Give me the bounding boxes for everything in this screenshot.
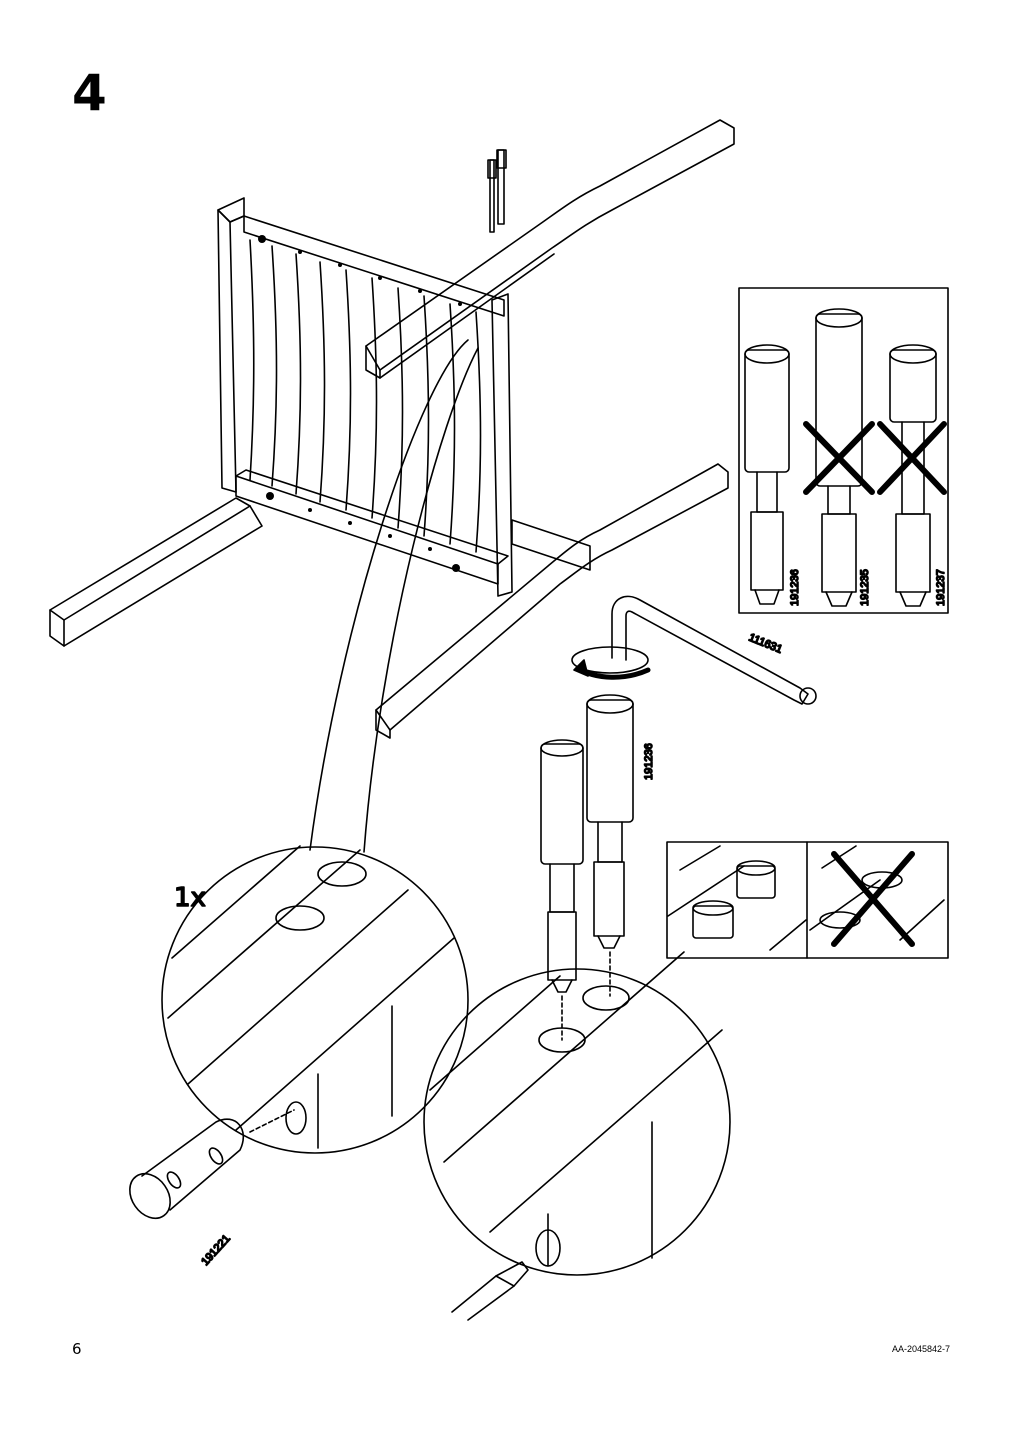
rotate-arrow-icon	[571, 646, 651, 680]
page-number: 6	[72, 1340, 82, 1358]
document-code: AA-2045842-7	[891, 1344, 950, 1354]
chair-frame	[49, 119, 735, 739]
part-label: 191235	[859, 569, 871, 606]
step-number: 4	[72, 64, 107, 122]
callout-line	[309, 339, 469, 851]
callout-line	[363, 347, 479, 853]
detail-circle-left	[161, 845, 469, 1154]
part-label: 191236	[643, 743, 655, 780]
quantity-label: 1x	[174, 883, 206, 913]
seating-comparison-box	[666, 841, 949, 959]
screwdriver-icon	[451, 1261, 529, 1321]
part-label: 111631	[747, 632, 784, 656]
dowel-part	[129, 1109, 295, 1220]
part-label: 191237	[935, 569, 947, 606]
bolt-comparison-box	[738, 287, 949, 614]
part-label: 191236	[789, 569, 801, 606]
allen-key-icon	[611, 595, 817, 705]
part-label: 191221	[199, 1233, 232, 1268]
bolt-pair	[540, 694, 634, 1041]
detail-circle-right	[423, 951, 731, 1276]
cross-wrong	[831, 851, 915, 947]
cross-wrong	[803, 421, 947, 495]
